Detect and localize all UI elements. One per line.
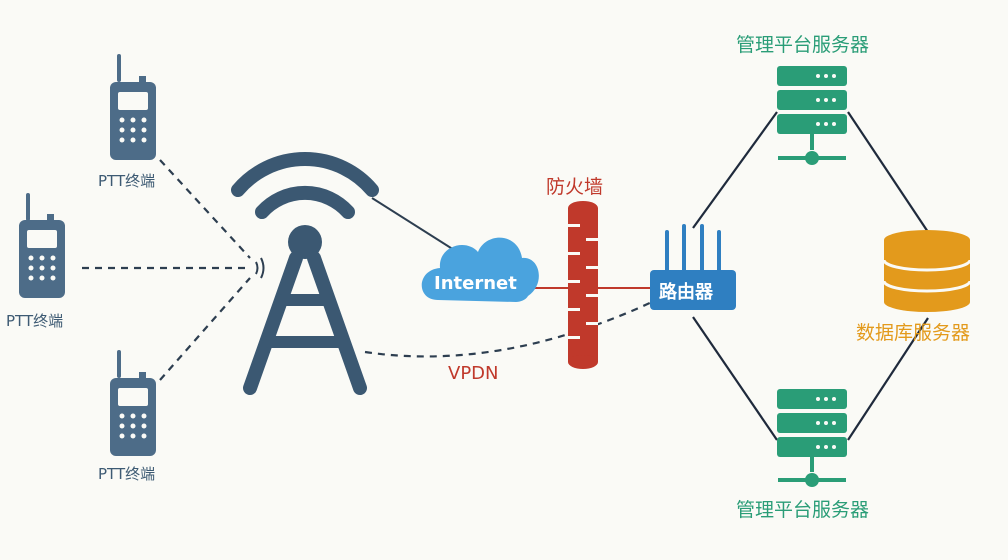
- walkie-talkie-middle-icon: [19, 193, 65, 298]
- link-tower-internet: [371, 197, 463, 256]
- vpdn-label: VPDN: [448, 363, 499, 384]
- database-icon: [882, 230, 972, 312]
- signal-arcs-icon: [255, 257, 265, 279]
- internet-cloud-icon: [421, 237, 539, 302]
- vpdn-link: [364, 301, 653, 358]
- walkie-talkie-bottom-icon: [110, 350, 156, 456]
- ptt-terminal-label-bottom: PTT终端: [98, 465, 156, 483]
- management-server-label-top: 管理平台服务器: [736, 34, 870, 56]
- ptt-terminal-label-top: PTT终端: [98, 172, 156, 190]
- ptt-terminal-label-middle: PTT终端: [6, 312, 64, 330]
- router-label: 路由器: [659, 282, 713, 303]
- link-mgmt-bottom-db: [847, 317, 929, 441]
- management-server-bottom-icon: [777, 389, 847, 487]
- link-mgmt-top-db: [847, 111, 929, 233]
- firewall-label: 防火墙: [546, 176, 604, 198]
- cell-tower-icon: [231, 152, 379, 395]
- management-server-top-icon: [777, 66, 847, 165]
- link-router-mgmt-top: [692, 111, 778, 229]
- router-icon: [650, 224, 736, 310]
- link-router-mgmt-bottom: [692, 316, 778, 441]
- firewall-icon: [568, 201, 598, 369]
- link-terminal-top-tower: [159, 159, 251, 259]
- walkie-talkie-top-icon: [110, 54, 156, 160]
- internet-label: Internet: [434, 273, 517, 294]
- management-server-label-bottom: 管理平台服务器: [736, 499, 870, 521]
- link-terminal-bottom-tower: [159, 277, 251, 381]
- database-server-label: 数据库服务器: [856, 322, 971, 344]
